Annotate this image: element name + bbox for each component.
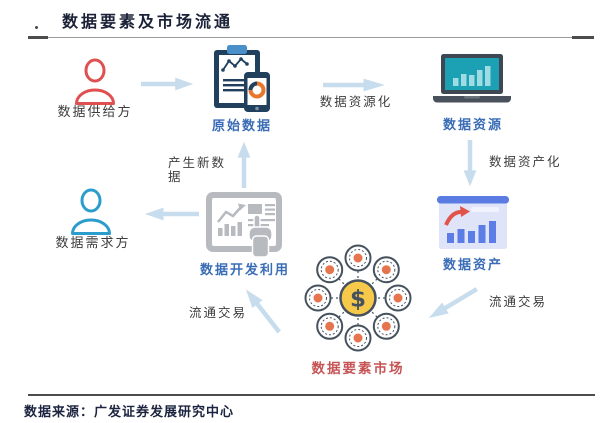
person-blue-icon (71, 188, 111, 235)
clipboard-chart-icon (214, 45, 270, 112)
node-label-develop: 数据开发利用 (199, 262, 290, 277)
arrow-upleft-market-to-develop (245, 289, 282, 334)
node-label-rawdata: 原始数据 (211, 118, 272, 133)
screen-pointing-hand-icon (206, 192, 282, 258)
edge-label-new-data: 产生新数据 (168, 156, 227, 185)
header-rule (28, 36, 594, 39)
source-note: 数据来源：广发证券发展研究中心 (24, 404, 235, 419)
person-red-icon (75, 58, 115, 105)
title-marker-dot (35, 26, 38, 29)
header-rule-left-cap (28, 36, 48, 39)
node-label-supplier: 数据供给方 (57, 104, 133, 119)
arrow-down-resource-to-asset (463, 140, 477, 187)
node-label-market: 数据要素市场 (311, 361, 405, 376)
dollar-hub-network-icon: $ (304, 244, 412, 352)
laptop-bar-chart-icon (433, 54, 511, 103)
arrow-right-rawdata-to-resource (323, 78, 385, 92)
svg-text:$: $ (350, 287, 366, 313)
node-label-asset: 数据资产 (442, 257, 503, 272)
edge-label-resourcify: 数据资源化 (319, 95, 393, 109)
edge-label-trade-in: 流通交易 (489, 295, 548, 309)
figure-title: 数据要素及市场流通 (62, 14, 234, 31)
header-rule-right-cap (572, 36, 594, 39)
arrow-right-supplier-to-rawdata (141, 77, 194, 91)
arrow-up-develop-to-rawdata (237, 141, 251, 188)
node-label-demander: 数据需求方 (55, 235, 131, 250)
arrow-downleft-asset-to-market (428, 287, 479, 318)
edge-label-trade-out: 流通交易 (189, 306, 248, 320)
node-label-resource: 数据资源 (442, 117, 503, 132)
board-growth-chart-icon (437, 196, 509, 249)
edge-label-assetify: 数据资产化 (489, 155, 562, 169)
footer-rule (28, 394, 595, 396)
arrow-left-develop-to-demander (144, 207, 199, 221)
